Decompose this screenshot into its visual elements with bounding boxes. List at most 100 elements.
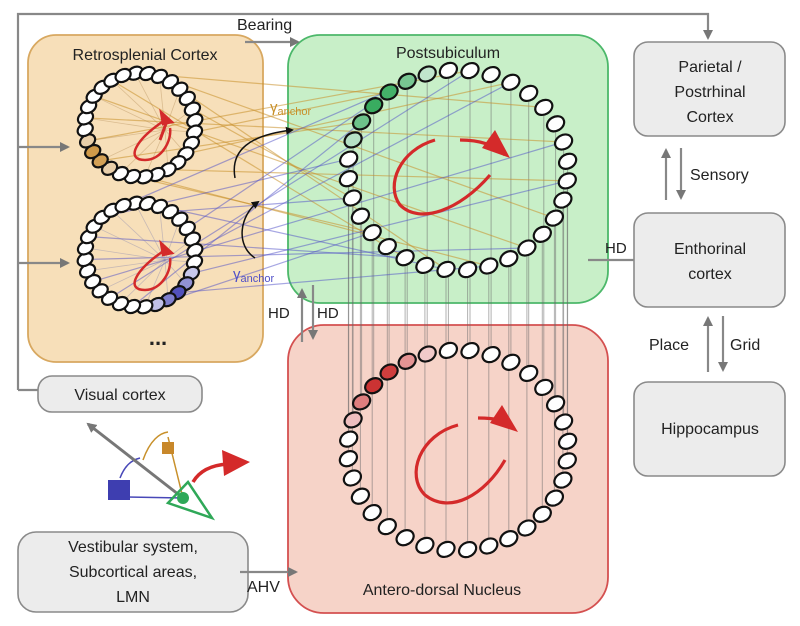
more-ellipsis: ...: [149, 325, 167, 350]
neuron: [338, 170, 359, 188]
neuron: [553, 133, 574, 151]
bearing-feedback-line: [16, 12, 713, 390]
neuron: [339, 430, 359, 448]
neuron: [438, 61, 459, 80]
neuron: [534, 378, 554, 397]
neuron: [457, 540, 478, 559]
neuron: [350, 487, 371, 505]
neuron-active: [351, 113, 372, 131]
anchor-subscript: anchor: [241, 273, 275, 285]
rings-layer: [76, 61, 578, 559]
inner-connection: [144, 259, 166, 307]
neuron-active: [397, 72, 417, 90]
neuron-active: [397, 352, 417, 370]
inner-connection: [87, 129, 166, 142]
rotation-arrow-antero-dorsal: [414, 405, 518, 505]
hippocampus-box: Hippocampus: [633, 381, 786, 477]
neuron: [338, 450, 359, 468]
neuron: [377, 237, 397, 256]
anchor-connection-orange: [185, 81, 512, 155]
inner-connection: [134, 73, 166, 131]
gamma-symbol: γ: [270, 99, 278, 116]
neuron: [557, 152, 578, 170]
hippocampus-line-1: Hippocampus: [661, 421, 759, 438]
anchor-connection-orange: [179, 88, 447, 270]
neuron: [479, 257, 499, 275]
neuron: [545, 115, 566, 133]
inner-connection: [120, 129, 166, 174]
neuron: [553, 413, 574, 431]
anchor-connection-blue: [170, 197, 353, 213]
antero-dorsal-title: Antero-dorsal Nucleus: [363, 582, 521, 599]
neuron: [457, 260, 478, 279]
anchor-connection-orange: [159, 75, 555, 219]
anchor-connection-blue: [194, 81, 512, 252]
neuron: [436, 260, 456, 279]
neuron: [395, 249, 415, 267]
neuron: [479, 537, 499, 555]
rotation-arrow-animal: [191, 462, 229, 483]
neuron: [544, 209, 565, 227]
inner-connection: [100, 129, 166, 162]
rotation-arrow-rsc-bottom: [133, 239, 175, 292]
gamma-symbol: γ: [233, 266, 241, 283]
anchor-connection-orange: [192, 108, 353, 199]
neuron: [415, 256, 435, 275]
neuron: [517, 519, 537, 537]
landmark-orange-icon: [162, 442, 174, 454]
neuron: [395, 529, 415, 547]
landmark-blue-icon: [108, 480, 130, 500]
neuron: [532, 225, 552, 243]
neuron: [460, 341, 480, 360]
gamma-anchor-bottom-label: γanchor: [233, 266, 274, 285]
vestibular-box: Vestibular system, Subcortical areas, LM…: [17, 531, 249, 613]
grid-label: Grid: [730, 337, 760, 354]
neuron: [377, 517, 397, 536]
neuron: [501, 73, 521, 91]
anchor-arrow-top: [233, 126, 294, 179]
rotation-arrowhead-animal: [222, 450, 250, 476]
inner-connection: [120, 259, 166, 304]
parietal-line-1: Parietal /: [678, 59, 742, 76]
neuron: [557, 432, 578, 450]
connections-layer: [85, 70, 569, 550]
parietal-line-3: Cortex: [686, 109, 733, 126]
inner-connection: [134, 203, 166, 261]
neuron-active: [379, 363, 399, 381]
inner-connection: [111, 210, 166, 261]
visual-cortex-label: Visual cortex: [74, 387, 165, 404]
neuron: [553, 471, 573, 489]
heading-arrow: [86, 422, 184, 500]
neuron: [557, 172, 577, 190]
anchor-connection-orange: [100, 121, 362, 162]
vestibular-line-3: LMN: [116, 589, 150, 606]
neuron: [339, 150, 359, 168]
retrosplenial-title: Retrosplenial Cortex: [73, 47, 218, 64]
neuron: [534, 98, 554, 117]
visual-cortex-box: Visual cortex: [37, 375, 203, 413]
anchor-connection-blue: [88, 236, 406, 259]
anchor-connection-blue: [122, 73, 428, 207]
neuron: [436, 540, 456, 559]
bearing-label: Bearing: [237, 17, 292, 34]
vestibular-line-2: Subcortical areas,: [69, 564, 197, 581]
neuron-active: [417, 65, 437, 83]
anchor-arrow-bottom: [241, 200, 260, 259]
inner-connection: [87, 259, 166, 272]
parietal-box: Parietal / Postrhinal Cortex: [633, 41, 786, 137]
sensory-label: Sensory: [690, 167, 749, 184]
neuron: [415, 536, 435, 555]
postsubiculum-title: Postsubiculum: [396, 45, 500, 62]
neuron: [342, 189, 363, 207]
landmark-orange-arc: [142, 431, 169, 461]
anchor-connection-blue: [186, 91, 390, 229]
neuron: [545, 395, 566, 413]
gamma-anchor-top-label: γanchor: [270, 99, 311, 118]
neuron-active: [379, 83, 399, 101]
parietal-line-2: Postrhinal: [674, 84, 745, 101]
neuron-active: [417, 345, 437, 363]
neuron: [481, 345, 501, 364]
neuron: [544, 489, 565, 507]
antero-dorsal-region: [287, 324, 609, 614]
